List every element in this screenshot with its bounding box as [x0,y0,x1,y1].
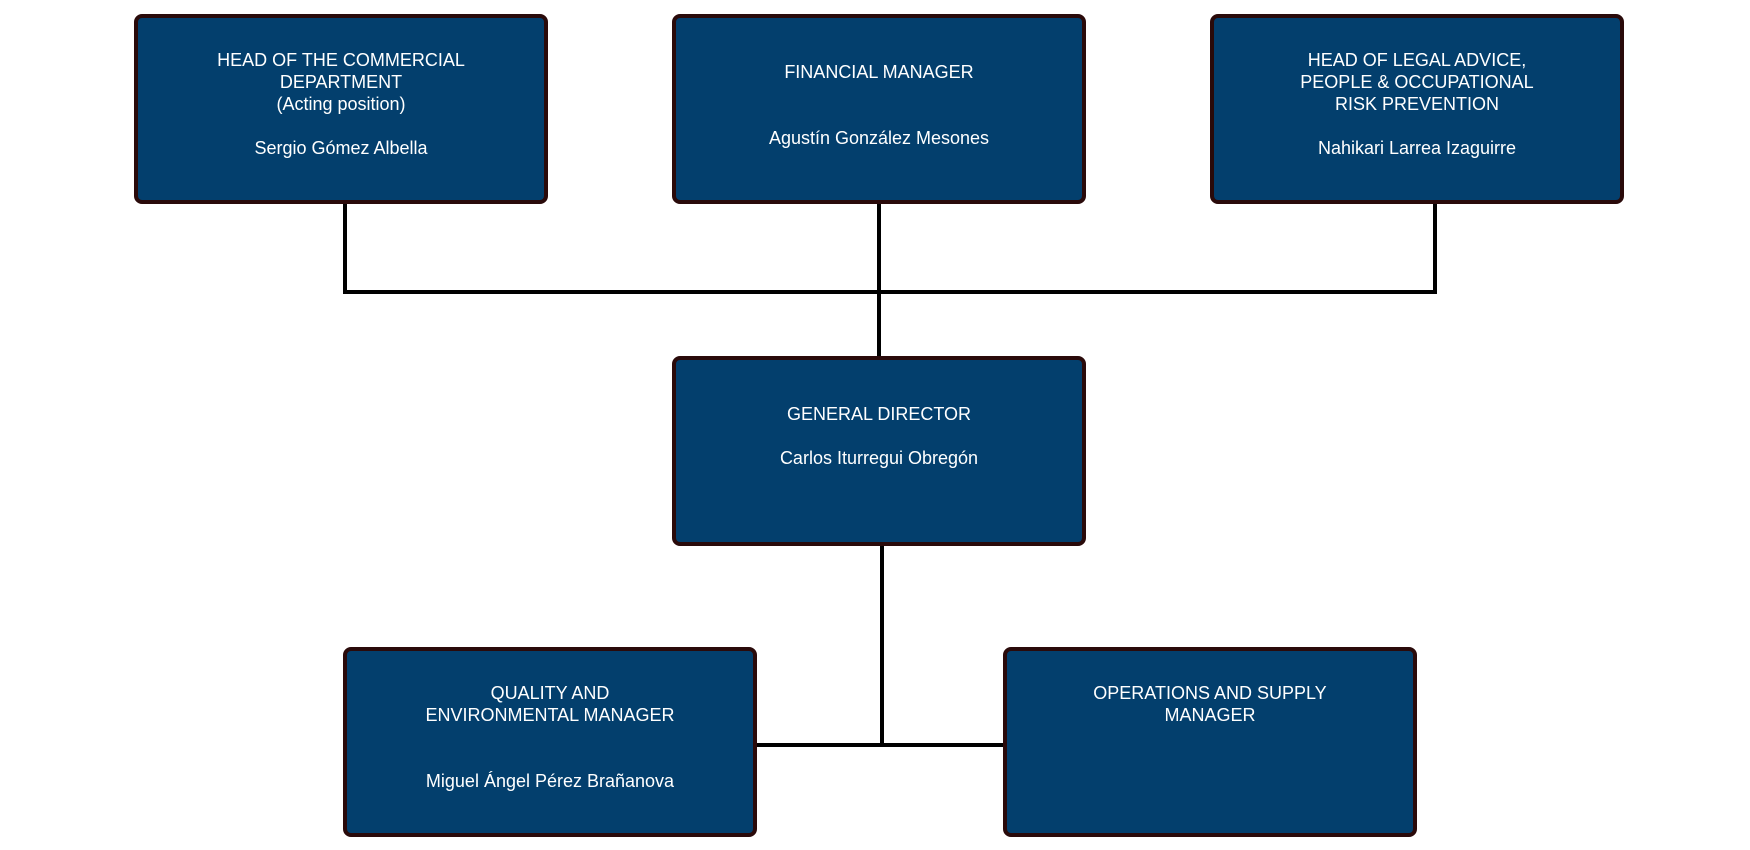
box-title-line: MANAGER [1164,705,1256,725]
box-title-line: QUALITY AND [490,683,610,703]
box-title-line: OPERATIONS AND SUPPLY [1093,683,1327,703]
commercial-head-box: HEAD OF THE COMMERCIAL DEPARTMENT (Actin… [134,14,548,204]
box-title-line: RISK PREVENTION [1334,94,1500,114]
person-name: Carlos Iturregui Obregón [779,448,979,468]
financial-manager-box: FINANCIAL MANAGER Agustín González Meson… [672,14,1086,204]
box-title-line: HEAD OF LEGAL ADVICE, [1307,50,1527,70]
box-title-line: ENVIRONMENTAL MANAGER [425,705,675,725]
box-title-line: (Acting position) [276,94,406,114]
box-title-line: DEPARTMENT [279,72,403,92]
legal-head-box: HEAD OF LEGAL ADVICE, PEOPLE & OCCUPATIO… [1210,14,1624,204]
box-title-line: HEAD OF THE COMMERCIAL [217,50,465,70]
operations-manager-box: OPERATIONS AND SUPPLY MANAGER [1003,647,1417,837]
box-title-line: GENERAL DIRECTOR [786,404,972,424]
person-name: Sergio Gómez Albella [254,138,428,158]
person-name: Miguel Ángel Pérez Brañanova [425,771,675,791]
person-name: Agustín González Mesones [768,128,990,148]
quality-manager-box: QUALITY AND ENVIRONMENTAL MANAGER Miguel… [343,647,757,837]
person-name: Nahikari Larrea Izaguirre [1317,138,1517,158]
box-title-line: PEOPLE & OCCUPATIONAL [1300,72,1534,92]
box-title-line: FINANCIAL MANAGER [784,62,974,82]
general-director-box: GENERAL DIRECTOR Carlos Iturregui Obregó… [672,356,1086,546]
